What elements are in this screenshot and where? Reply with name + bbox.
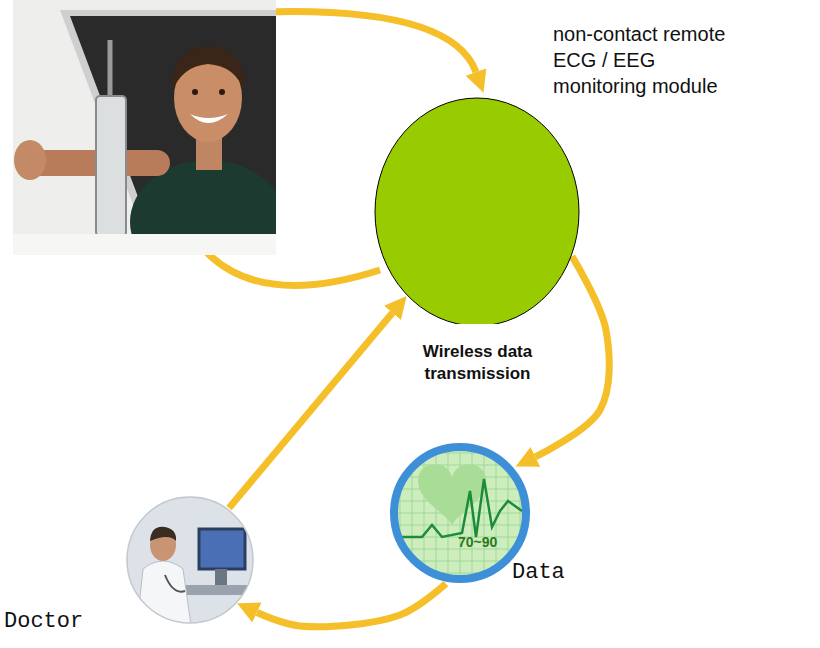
data-icon-circle: 70~90Data xyxy=(388,441,532,585)
shape-outline xyxy=(374,97,580,327)
chart-grid xyxy=(388,441,532,585)
doctor-photo xyxy=(125,495,255,625)
stethoscope xyxy=(165,575,185,592)
chart-value: 70~90 xyxy=(458,534,497,550)
doctor-hair xyxy=(150,527,176,541)
desk xyxy=(185,585,255,595)
doctor-label: Doctor xyxy=(4,609,83,635)
module-disc xyxy=(375,98,579,324)
grid-line xyxy=(388,525,532,526)
door-panel xyxy=(13,234,276,255)
text-slot: Doctor xyxy=(4,609,83,635)
flow-arrow xyxy=(262,12,476,73)
module-heading: non-contact remote ECG / EEG monitoring … xyxy=(553,21,743,99)
heart-symbol xyxy=(418,464,486,525)
text-slot: non-contact remote ECG / EEG monitoring … xyxy=(553,21,743,99)
grid-line xyxy=(388,453,532,454)
monitor xyxy=(199,529,245,569)
module-circle: non-contact remote ECG / EEG monitoring … xyxy=(374,97,580,327)
white-coat xyxy=(137,561,191,625)
side-mirror xyxy=(96,96,126,236)
driver-hand xyxy=(14,140,46,180)
transmission-label: Wireless data transmission xyxy=(410,341,545,385)
grid-line xyxy=(388,573,532,574)
driver-eye xyxy=(219,89,225,95)
shape-outline xyxy=(388,441,532,585)
text-slot: Wireless data transmission xyxy=(410,341,545,385)
ecg-trace xyxy=(400,479,522,537)
flow-arrow xyxy=(257,584,446,627)
shape-outline xyxy=(125,495,255,625)
text-slot: Data xyxy=(512,560,565,586)
data-label: Data xyxy=(512,560,565,586)
text-slot: 70~90 xyxy=(458,534,497,550)
icon-ring xyxy=(394,447,526,579)
driver-hair xyxy=(172,46,244,92)
photo-ground xyxy=(125,495,255,625)
doctor-photo-circle: Doctor xyxy=(125,495,255,625)
driver-eye xyxy=(192,89,198,95)
flow-arrow xyxy=(229,313,393,508)
driver-smile xyxy=(190,114,228,123)
edge-group xyxy=(229,256,609,626)
driver-photo xyxy=(13,0,276,255)
photo-rim xyxy=(127,497,253,623)
grid-line xyxy=(388,441,389,585)
monitor-stand xyxy=(215,569,227,585)
grid-line xyxy=(388,441,532,442)
